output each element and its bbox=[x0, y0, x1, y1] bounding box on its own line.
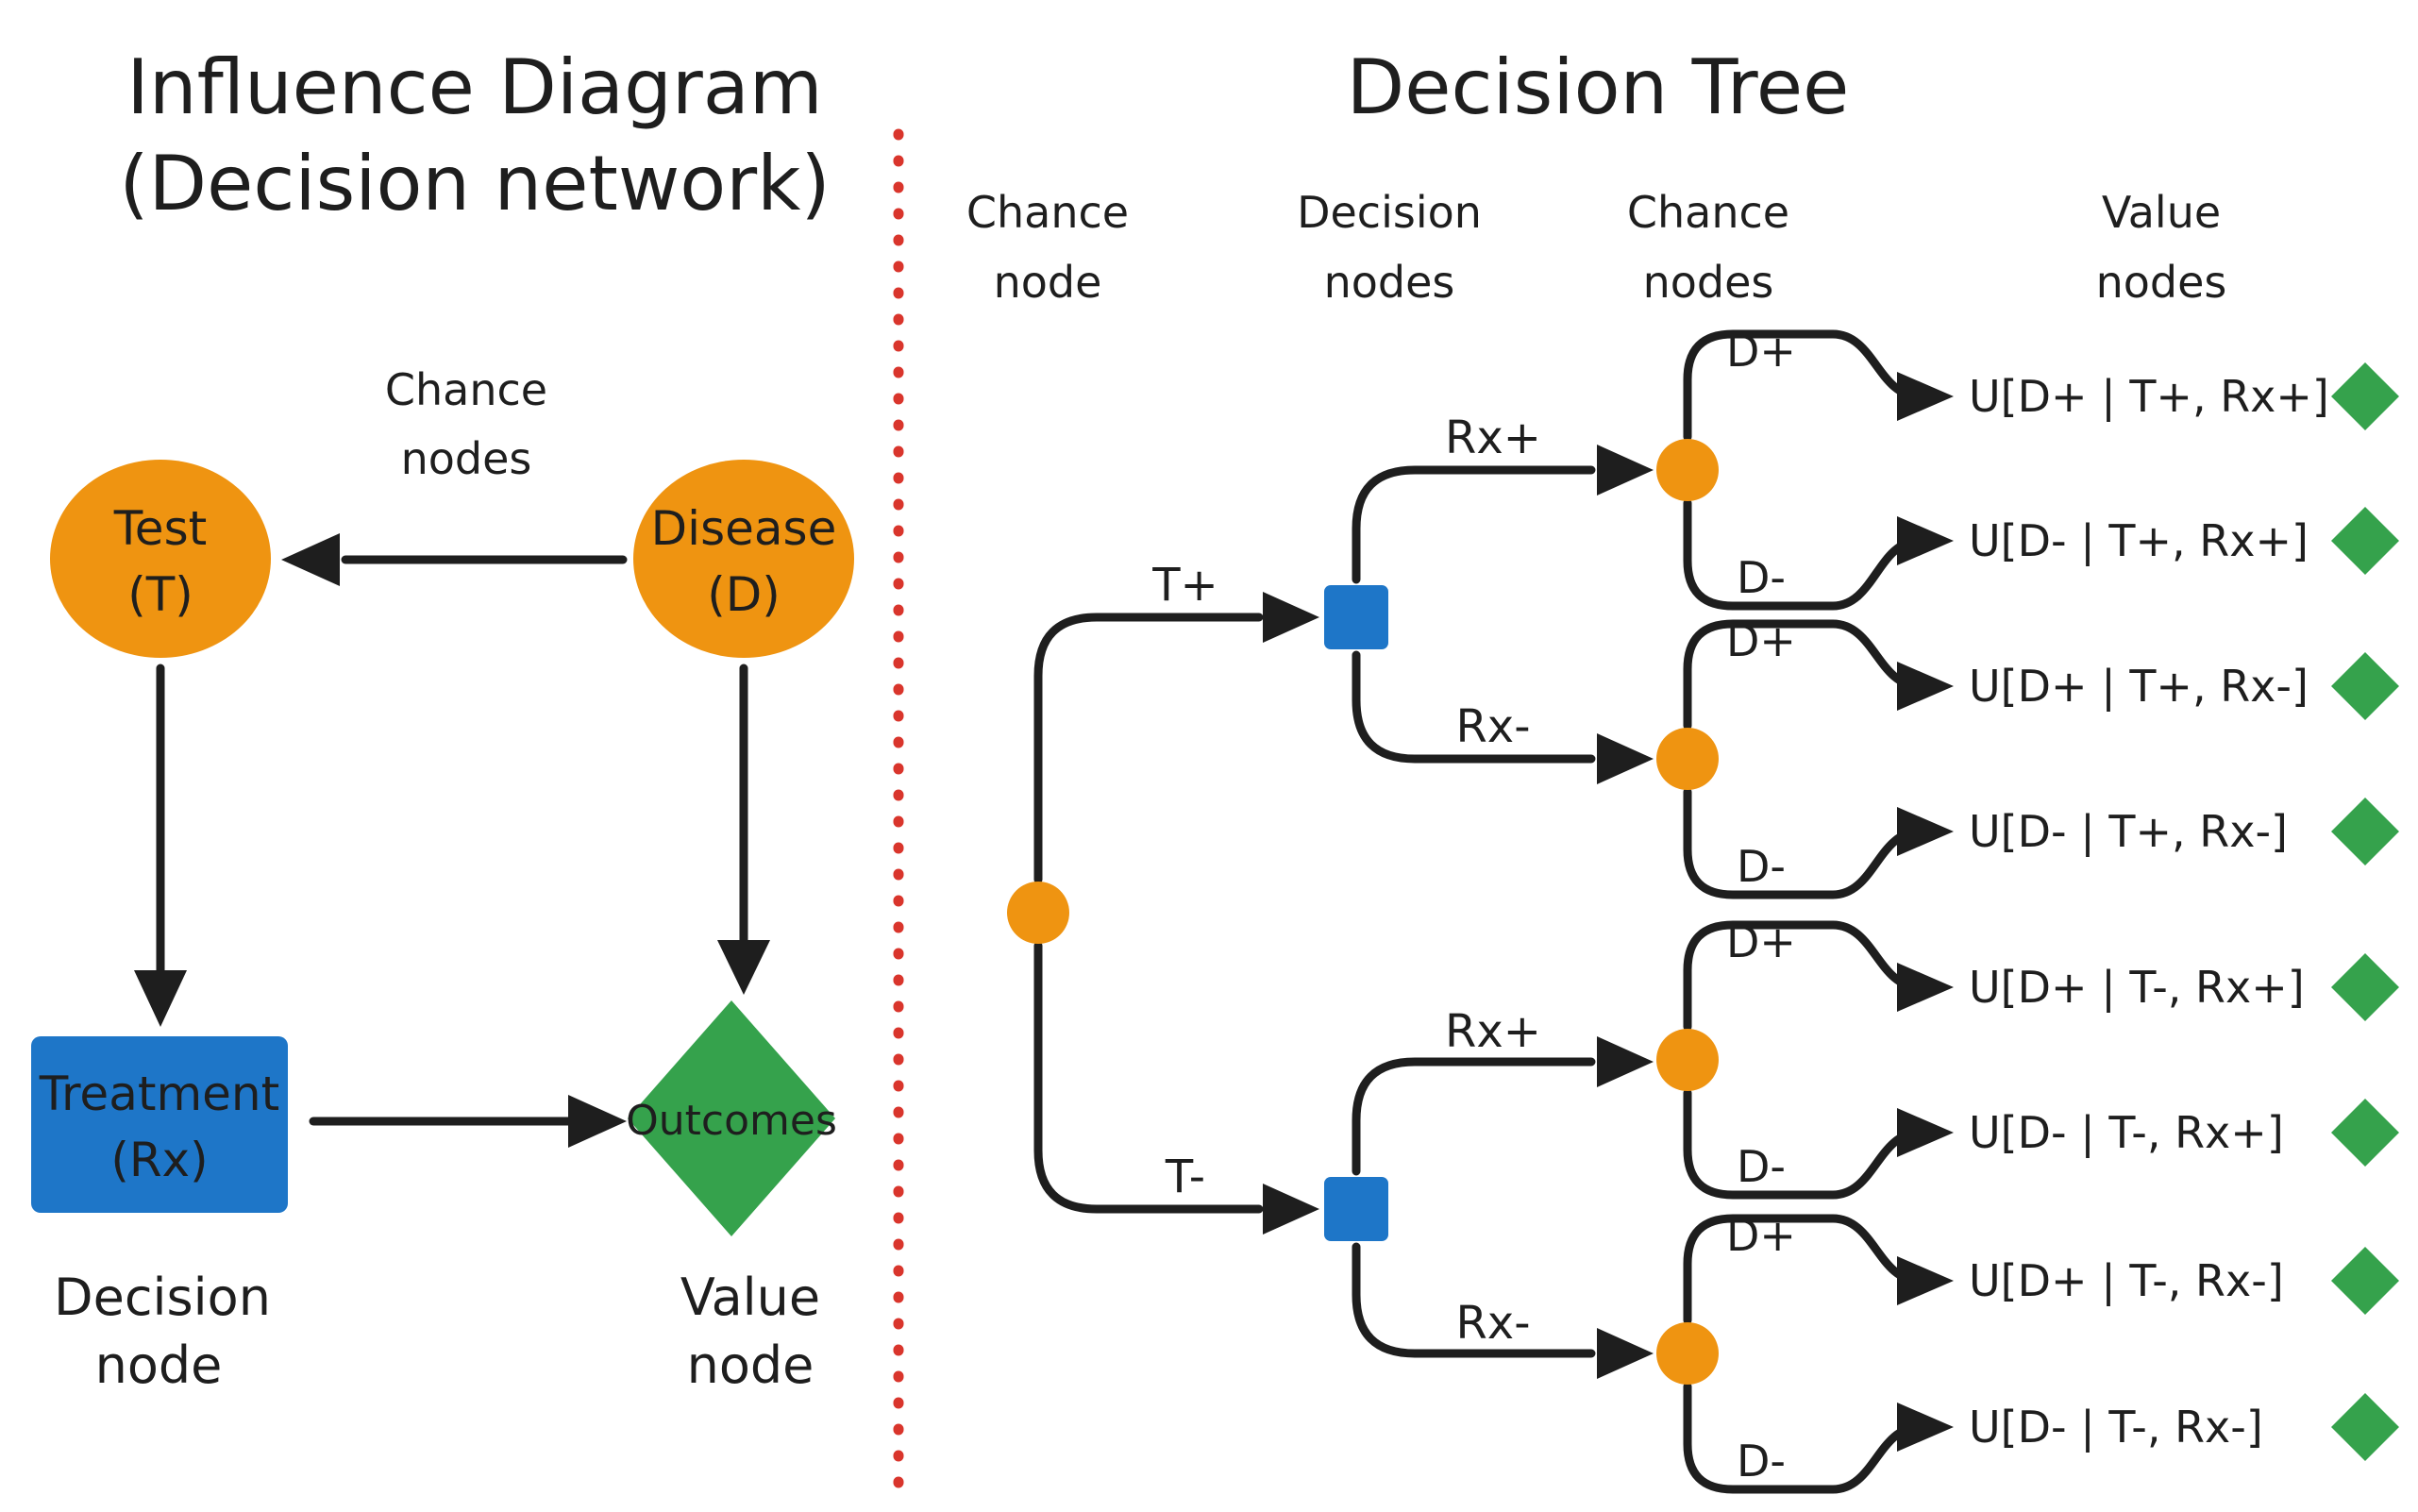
value-label-1: U[D+ | T+, Rx+] bbox=[1969, 371, 2329, 423]
header-chance-nodes-line2: nodes bbox=[1643, 257, 1774, 308]
arrow-test-to-treatment-head bbox=[134, 970, 187, 1027]
value-diamond-6 bbox=[2331, 1099, 2399, 1167]
branch-d-minus-2-path bbox=[1683, 787, 1924, 899]
header-chance-nodes-line1: Chance bbox=[1627, 187, 1789, 238]
header-decision-nodes-line2: nodes bbox=[1324, 257, 1455, 308]
value-diamond-1 bbox=[2331, 362, 2399, 430]
branch-d-minus-4-head bbox=[1897, 1403, 1954, 1452]
value-diamond-7 bbox=[2331, 1247, 2399, 1315]
value-label-8: U[D- | T-, Rx-] bbox=[1969, 1402, 2263, 1453]
branch-d-minus-3-head bbox=[1897, 1108, 1954, 1157]
header-value-nodes-line2: nodes bbox=[2096, 257, 2227, 308]
branch-d-plus-4-head bbox=[1897, 1256, 1954, 1305]
value-label-2: U[D- | T+, Rx+] bbox=[1969, 515, 2309, 567]
arrow-disease-to-test-head bbox=[281, 533, 340, 586]
branch-t-plus-path bbox=[1033, 613, 1264, 884]
branch-d-plus-2-path bbox=[1683, 619, 1924, 731]
branch-d-plus-4-label: D+ bbox=[1726, 1210, 1796, 1261]
branch-rx-plus-bottom-label: Rx+ bbox=[1445, 1005, 1541, 1058]
disease-chance-node bbox=[633, 460, 854, 658]
branch-d-plus-3-path bbox=[1683, 920, 1924, 1032]
branch-d-minus-4-label: D- bbox=[1737, 1436, 1786, 1487]
value-label-5: U[D+ | T-, Rx+] bbox=[1969, 962, 2305, 1014]
chance-node-4 bbox=[1656, 1322, 1719, 1385]
header-chance-node-line2: node bbox=[994, 257, 1102, 308]
chance-node-3 bbox=[1656, 1029, 1719, 1091]
chance-node-2 bbox=[1656, 728, 1719, 790]
value-diamond-5 bbox=[2331, 953, 2399, 1021]
branch-d-minus-1-label: D- bbox=[1737, 552, 1786, 603]
influence-title-line2: (Decision network) bbox=[119, 140, 830, 227]
test-node-label-line2: (T) bbox=[127, 567, 193, 622]
disease-node-label-line2: (D) bbox=[707, 567, 781, 622]
outcomes-value-node bbox=[628, 1000, 835, 1236]
chance-node-1 bbox=[1656, 439, 1719, 501]
root-chance-node bbox=[1007, 882, 1069, 944]
branch-d-plus-3-head bbox=[1897, 963, 1954, 1012]
treatment-node-label-line1: Treatment bbox=[39, 1067, 279, 1121]
chance-nodes-caption-line1: Chance bbox=[385, 364, 547, 415]
branch-d-plus-1-path bbox=[1683, 329, 1924, 442]
branch-d-plus-1-label: D+ bbox=[1726, 326, 1796, 377]
test-node-label-line1: Test bbox=[113, 501, 207, 556]
branch-d-plus-4-path bbox=[1683, 1214, 1924, 1325]
value-label-4: U[D- | T+, Rx-] bbox=[1969, 806, 2288, 858]
branch-d-plus-3-label: D+ bbox=[1726, 916, 1796, 967]
branch-t-minus-path bbox=[1033, 941, 1264, 1214]
value-node-caption-line2: node bbox=[687, 1336, 814, 1395]
branch-d-minus-3-path bbox=[1683, 1088, 1924, 1200]
branch-rx-minus-top-path bbox=[1352, 650, 1596, 764]
branch-rx-minus-top-label: Rx- bbox=[1455, 700, 1530, 753]
branch-rx-minus-bottom-path bbox=[1352, 1242, 1596, 1358]
value-label-7: U[D+ | T-, Rx-] bbox=[1969, 1255, 2284, 1307]
value-diamond-8 bbox=[2331, 1393, 2399, 1461]
value-diamond-4 bbox=[2331, 798, 2399, 865]
branch-d-minus-4-path bbox=[1683, 1382, 1924, 1494]
value-label-3: U[D+ | T+, Rx-] bbox=[1969, 661, 2309, 713]
branch-d-minus-2-label: D- bbox=[1737, 841, 1786, 892]
branch-rx-plus-top-path bbox=[1352, 465, 1596, 584]
branch-rx-minus-top-head bbox=[1597, 733, 1654, 784]
test-chance-node bbox=[50, 460, 271, 658]
branch-d-plus-1-head bbox=[1897, 372, 1954, 421]
value-diamond-3 bbox=[2331, 652, 2399, 720]
treatment-node-label-line2: (Rx) bbox=[110, 1133, 208, 1187]
decision-node-caption-line1: Decision bbox=[54, 1268, 271, 1327]
chance-nodes-caption-line2: nodes bbox=[401, 433, 532, 484]
branch-t-plus-head bbox=[1263, 592, 1319, 643]
branch-t-minus-label: T- bbox=[1165, 1151, 1205, 1203]
branch-d-plus-2-label: D+ bbox=[1726, 615, 1796, 666]
branch-rx-plus-top-head bbox=[1597, 445, 1654, 496]
branch-t-minus-head bbox=[1263, 1184, 1319, 1235]
branch-d-plus-2-head bbox=[1897, 662, 1954, 711]
header-chance-node-line1: Chance bbox=[966, 187, 1129, 238]
branch-rx-plus-bottom-head bbox=[1597, 1036, 1654, 1087]
branch-rx-minus-bottom-head bbox=[1597, 1328, 1654, 1379]
branch-rx-minus-bottom-label: Rx- bbox=[1455, 1297, 1530, 1350]
header-value-nodes-line1: Value bbox=[2102, 187, 2221, 238]
branch-d-minus-2-head bbox=[1897, 807, 1954, 856]
arrow-treatment-to-outcomes-head bbox=[568, 1095, 627, 1148]
branch-rx-plus-top-label: Rx+ bbox=[1445, 412, 1541, 464]
header-decision-nodes-line1: Decision bbox=[1297, 187, 1482, 238]
branch-d-minus-1-head bbox=[1897, 516, 1954, 565]
decision-node-square-top bbox=[1324, 585, 1388, 649]
branch-d-minus-3-label: D- bbox=[1737, 1141, 1786, 1192]
branch-t-plus-label: T+ bbox=[1151, 559, 1218, 612]
decision-tree-title: Decision Tree bbox=[1347, 43, 1850, 131]
branch-d-minus-1-path bbox=[1683, 498, 1924, 611]
decision-node-caption-line2: node bbox=[95, 1336, 223, 1395]
decision-node-square-bottom bbox=[1324, 1177, 1388, 1241]
influence-title-line1: Influence Diagram bbox=[126, 43, 822, 131]
value-node-caption-line1: Value bbox=[680, 1268, 820, 1327]
value-label-6: U[D- | T-, Rx+] bbox=[1969, 1107, 2284, 1159]
value-diamond-2 bbox=[2331, 507, 2399, 575]
outcomes-node-label: Outcomes bbox=[626, 1097, 837, 1145]
arrow-disease-to-outcomes-head bbox=[717, 940, 770, 995]
branch-rx-plus-bottom-path bbox=[1352, 1057, 1596, 1176]
treatment-decision-node bbox=[31, 1036, 288, 1213]
disease-node-label-line1: Disease bbox=[651, 501, 837, 556]
